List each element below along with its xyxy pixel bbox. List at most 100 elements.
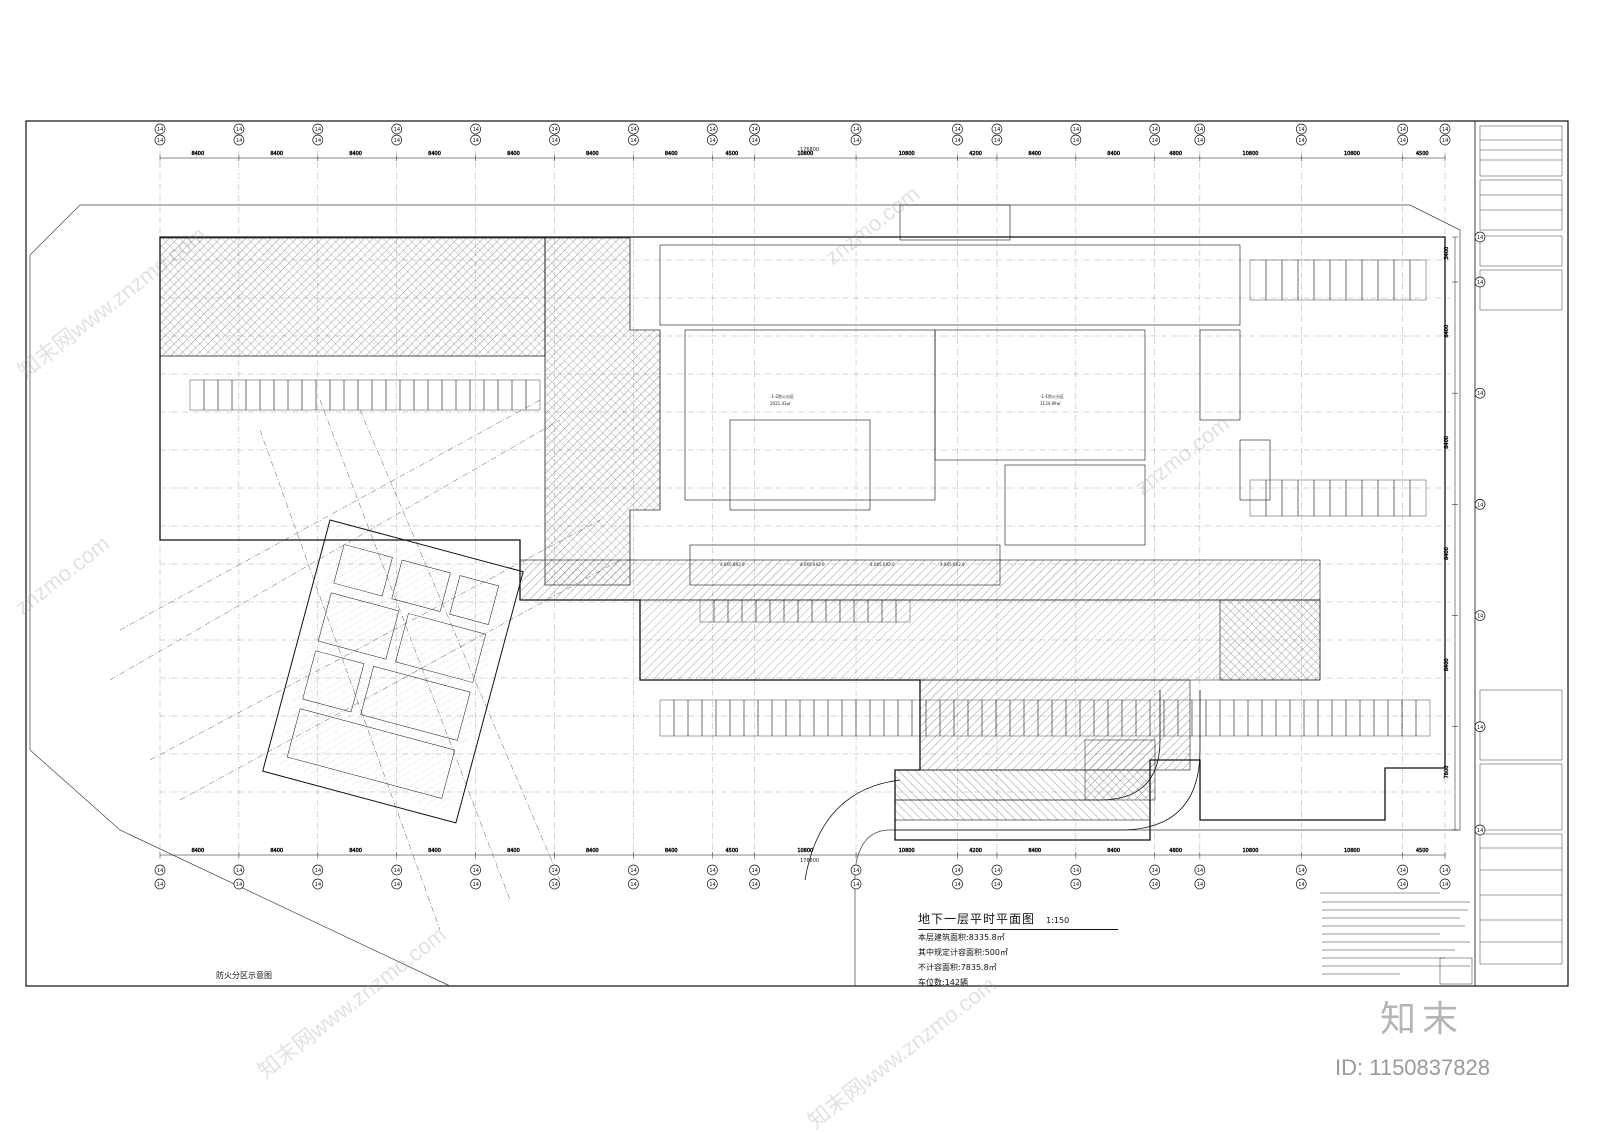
parking-stall: [1409, 259, 1427, 301]
axis-bubble: [1474, 231, 1486, 243]
bay-dimension-label: 8400: [428, 848, 441, 854]
parking-stall: [315, 379, 331, 411]
axis-bubble-label: 14: [1400, 127, 1406, 133]
parking-stall: [287, 379, 303, 411]
axis-bubble-label: 14: [630, 882, 636, 888]
bay-dimension-label: 8400: [665, 848, 678, 854]
axis-bubble: [391, 864, 403, 876]
parking-stall: [729, 699, 745, 737]
parking-stall: [1331, 699, 1347, 737]
parking-stall: [785, 699, 801, 737]
parking-stall: [1373, 699, 1389, 737]
axis-bubble-label: 14: [853, 882, 859, 888]
bay-dimension-label: 8400: [1444, 547, 1450, 560]
axis-bubble-label: 14: [1197, 127, 1203, 133]
axis-bubble-label: 14: [473, 127, 479, 133]
axis-bubble-label: 14: [1477, 725, 1483, 731]
axis-bubble-label: 14: [1298, 882, 1304, 888]
parking-stall: [1317, 699, 1333, 737]
parking-stall: [1247, 699, 1263, 737]
axis-bubble: [1474, 721, 1486, 733]
drawing-title: 地下一层平时平面图: [918, 912, 1036, 926]
axis-bubble: [749, 878, 760, 890]
parking-code-3: 4.0X5.0X2.0: [870, 562, 895, 567]
axis-bubble-label: 14: [630, 138, 636, 144]
axis-bubble-label: 14: [994, 138, 1000, 144]
axis-bubble-label: 14: [1442, 127, 1448, 133]
axis-bubble: [1194, 864, 1206, 876]
central-rooms: [659, 204, 1271, 586]
parking-stall: [511, 379, 527, 411]
parking-stall: [1297, 259, 1315, 301]
axis-bubbles-top: 1414141414141414141414141414141414141414…: [154, 123, 1451, 146]
axis-bubble-label: 14: [1477, 828, 1483, 834]
axis-bubble: [470, 123, 481, 135]
parking-stall: [1377, 479, 1395, 517]
bay-dimension-label: 4800: [1169, 151, 1182, 157]
parking-stall: [1249, 479, 1267, 517]
axis-bubble: [154, 134, 166, 146]
parking-stalls: [189, 259, 1431, 737]
bay-dimension-label: 4200: [969, 151, 982, 157]
axis-bubble-label: 14: [853, 868, 859, 874]
axis-bubble-label: 14: [157, 138, 163, 144]
axis-bubble: [991, 878, 1003, 890]
axis-bubble: [991, 134, 1003, 146]
axis-bubble: [312, 123, 324, 135]
axis-bubble: [1439, 878, 1451, 890]
axis-bubbles-bottom: 1414141414141414141414141414141414141414…: [154, 864, 1451, 890]
axis-bubble-label: 14: [315, 882, 321, 888]
parking-stall: [1261, 699, 1277, 737]
fire-zone-label-1: -1-1防火分区: [1040, 393, 1064, 399]
axis-bubble: [233, 864, 245, 876]
axis-bubble-label: 14: [236, 868, 242, 874]
axis-bubble: [154, 878, 166, 890]
axis-bubble-label: 14: [394, 868, 400, 874]
axis-bubble-label: 14: [473, 138, 479, 144]
axis-bubble-label: 14: [1197, 882, 1203, 888]
bay-dimension-label: 3400: [1444, 247, 1450, 260]
axis-bubble-label: 14: [752, 138, 758, 144]
axis-bubble-label: 14: [236, 138, 242, 144]
axis-bubble-label: 14: [630, 127, 636, 133]
bay-dimension-label: 4500: [1416, 848, 1429, 854]
parking-stall: [1361, 479, 1379, 517]
axis-bubble: [154, 864, 166, 876]
parking-stall: [673, 699, 689, 737]
axis-bubble: [991, 123, 1003, 135]
parking-stall: [1409, 479, 1427, 517]
axis-bubble: [1149, 878, 1161, 890]
bay-dimension-label: 10800: [1243, 848, 1259, 854]
bay-dimension-label: 8400: [1107, 848, 1120, 854]
axis-bubble: [233, 134, 245, 146]
axis-bubble-label: 14: [994, 868, 1000, 874]
axis-bubble-label: 14: [630, 868, 636, 874]
parking-stall: [757, 699, 773, 737]
parking-code-2: 4.0X5.0X2.0: [800, 562, 825, 567]
drawing-scale: 1:150: [1046, 916, 1070, 925]
axis-bubble-label: 14: [552, 138, 558, 144]
axis-bubble-label: 14: [752, 882, 758, 888]
axis-bubble: [628, 864, 639, 876]
bay-dimension-label: 8400: [1028, 151, 1041, 157]
bay-dimension-label: 8400: [1444, 658, 1450, 671]
parking-stall: [497, 379, 513, 411]
axis-bubble: [706, 864, 718, 876]
parking-stall: [841, 699, 857, 737]
parking-stall: [329, 379, 345, 411]
parking-stall: [1329, 259, 1347, 301]
parking-stall: [1205, 699, 1221, 737]
axis-bubble: [1474, 276, 1486, 288]
axis-bubble: [391, 134, 403, 146]
axis-bubble: [628, 878, 639, 890]
site-boundary-left: [29, 204, 451, 987]
total-dimension-bottom: 176800: [800, 858, 819, 864]
bay-dimension-label: 8400: [586, 848, 599, 854]
axis-bubble-label: 14: [752, 127, 758, 133]
parking-stall: [1191, 699, 1207, 737]
axis-bubble: [1070, 864, 1082, 876]
